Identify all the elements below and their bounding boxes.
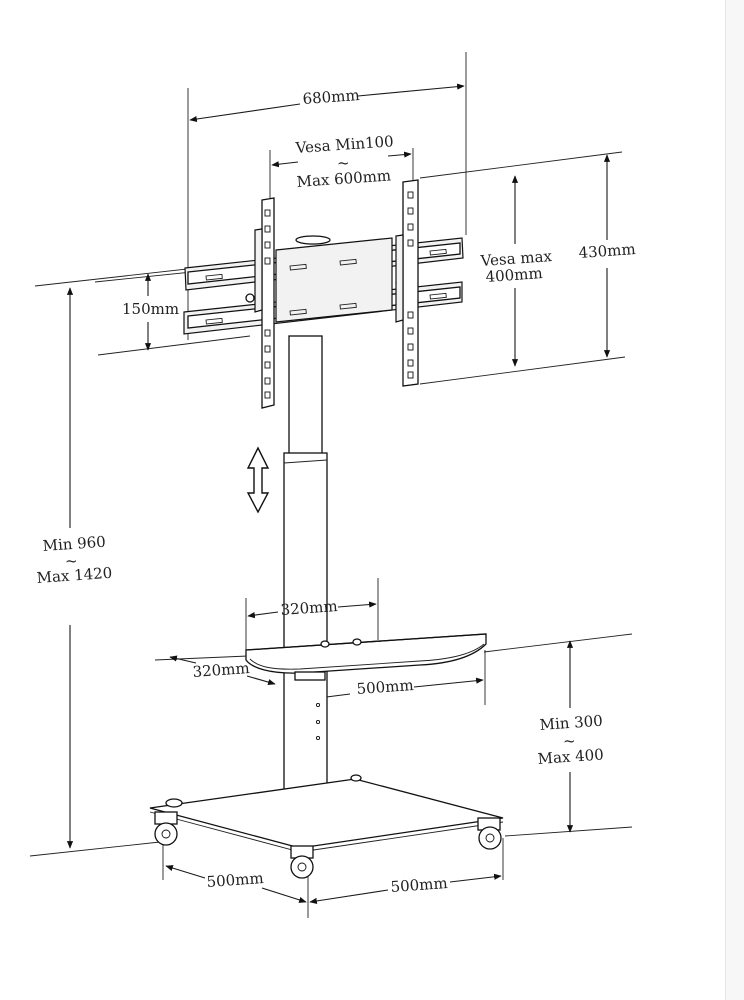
base-width-label: 500mm: [390, 874, 448, 896]
shelf-height-tilde: ~: [563, 732, 576, 750]
vesa-max-400-label: Vesa max: [479, 247, 553, 270]
caster-front-center: [290, 845, 314, 879]
height-range-max: Max 1420: [36, 564, 113, 587]
caster-wheels: [154, 798, 502, 879]
left-vesa-bracket: [254, 197, 275, 409]
vesa-max-400-value: 400mm: [485, 264, 543, 286]
vesa-tilde: ~: [337, 154, 350, 172]
pole: [283, 335, 328, 808]
caster-back: [165, 798, 183, 808]
right-vesa-bracket: [395, 179, 419, 387]
height-range-tilde: ~: [65, 552, 78, 570]
caster-front-right: [477, 817, 502, 850]
height-adjust-arrow-icon: [246, 446, 270, 514]
mount-rails: [183, 235, 464, 335]
page-edge: [725, 0, 744, 1000]
rail-spacing-label: 150mm: [122, 300, 179, 318]
caster-front-left: [154, 811, 178, 846]
shelf-span-label: 500mm: [356, 676, 414, 698]
total-width-label: 680mm: [302, 86, 360, 108]
base-plate: [149, 774, 504, 853]
dimension-lines: [66, 83, 611, 904]
vesa-max-label: Max 600mm: [296, 166, 392, 191]
shelf-height-min: Min 300: [539, 712, 603, 734]
height-range-min: Min 960: [42, 533, 106, 555]
bracket-height-label: 430mm: [578, 240, 636, 262]
base-depth-label: 500mm: [206, 869, 264, 891]
shelf-width-label: 320mm: [280, 597, 338, 619]
shelf-height-max: Max 400: [537, 745, 604, 768]
shelf-depth-label: 320mm: [192, 659, 250, 681]
dimension-labels: 680mm Vesa Min100 ~ Max 600mm Vesa max 4…: [36, 86, 636, 896]
glass-shelf: [245, 633, 487, 681]
